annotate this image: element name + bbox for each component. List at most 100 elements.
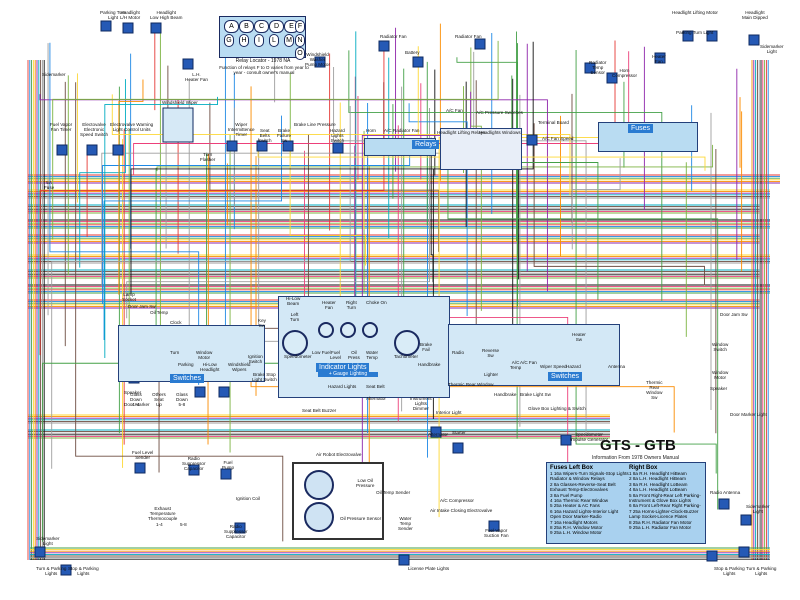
fuse-entry: 7 25a Horns-Lighter-Clock-Buzzer xyxy=(629,508,699,514)
relay-cell-c: C xyxy=(254,20,269,33)
component-label: L.H. Heater Fan xyxy=(185,72,208,82)
fuse-entry: 9 25a L.H. Window Motor xyxy=(550,530,602,536)
component-label: Seat Belt xyxy=(366,384,385,389)
wire xyxy=(575,50,717,474)
component-label: Low Fuel xyxy=(312,350,331,355)
fuse-entry: 8 25a R.H. Window Motor xyxy=(550,525,603,531)
component-connector xyxy=(748,34,760,46)
fuse-entry: Exhaust Temp-Electrovalves xyxy=(550,487,608,493)
component-label: Window Switch xyxy=(712,342,729,352)
component-label: Stop & Parking Lights xyxy=(714,566,745,576)
component-label: 5-8 xyxy=(180,522,187,527)
fuse-entry: Radiator & Window Relays xyxy=(550,476,605,482)
fuse-entry: 4 16a Thermic Rear Window xyxy=(550,498,609,504)
component-label: Instrument Lights Dimmer xyxy=(410,396,432,411)
wire xyxy=(447,132,719,510)
relay-cell-g: G xyxy=(224,34,234,47)
wire xyxy=(52,40,499,240)
relay-cell-i: I xyxy=(254,34,264,47)
component-label: Lighter xyxy=(484,372,499,377)
component-label: Lamp Socket xyxy=(122,292,137,302)
component-connector xyxy=(220,468,232,480)
component-connector xyxy=(738,546,750,558)
wire xyxy=(348,50,663,301)
component-label: A/C Compressor xyxy=(440,498,474,503)
component-connector xyxy=(740,514,752,526)
component-connector xyxy=(282,140,294,152)
component-connector xyxy=(398,554,410,566)
component-label: Windshield Wipers xyxy=(228,362,251,372)
component-connector xyxy=(332,142,344,154)
fuses-tag: Fuses xyxy=(628,124,654,133)
component-label: Headlight L/H Motor xyxy=(120,10,141,20)
component-label: Tachometer xyxy=(394,354,418,359)
component-label: Hazard Lights xyxy=(328,384,357,389)
component-label: Alternator xyxy=(366,396,386,401)
relays-tag: Relays xyxy=(412,140,440,149)
component-label: Horn Compressor xyxy=(612,68,638,78)
component-label: Brake Line Pressure xyxy=(294,122,336,127)
component-label: Heater Sw xyxy=(572,332,586,342)
component-label: Turn & Parking Lights xyxy=(36,566,67,576)
indicator-lights-label: Indicator Lights xyxy=(319,364,367,371)
fuse-entry: 5 8a Front Right-Rear Left Parking- xyxy=(629,492,701,498)
left-switch-panel xyxy=(118,325,265,382)
component-label: Water Temp Sender xyxy=(398,516,413,531)
wire xyxy=(130,41,534,294)
component-connector xyxy=(706,550,718,562)
component-label: A/C Pressure Switches xyxy=(476,110,523,115)
component-label: Key Sw xyxy=(258,318,266,328)
windshield-wiper-motor xyxy=(162,107,194,143)
component-label: Glass Down 5-8 xyxy=(176,392,188,407)
component-connector xyxy=(430,426,442,438)
component-label: Seat Belt Buzzer xyxy=(302,408,337,413)
wire xyxy=(126,108,430,319)
component-label: Brake Fail xyxy=(420,342,433,352)
component-connector xyxy=(234,522,246,534)
component-label: Thermic Rear Window Sw xyxy=(646,380,663,400)
component-label: Sidemarker Light xyxy=(746,504,770,514)
component-connector xyxy=(718,498,730,510)
fuse-entry: Open Door Marker-Radio xyxy=(550,514,602,520)
speedometer-gauge xyxy=(282,330,308,356)
water-temp-gauge xyxy=(362,322,378,338)
component-label: Parking Turn Light xyxy=(676,30,714,35)
wire xyxy=(289,128,366,266)
component-label: Seat Belts Switch xyxy=(258,128,272,143)
component-connector xyxy=(150,22,162,34)
component-label: Turn Flasher xyxy=(200,152,216,162)
relay-locator-note: Function of relays F to O varies from ye… xyxy=(219,65,309,75)
component-label: Reverse Sw xyxy=(482,348,500,358)
fuse-entry: 6 8a Front Left-Rear Right Parking- xyxy=(629,503,701,509)
component-label: Radio Suppressor Capacitor xyxy=(224,524,248,539)
component-label: Low Oil Pressure xyxy=(356,478,375,488)
fuse-entry: Instrument & Glove Box Lights xyxy=(629,498,692,504)
wire xyxy=(511,75,599,300)
component-label: Hi-Low Beam xyxy=(286,296,301,306)
wire xyxy=(51,105,351,469)
relay-cell-o: O xyxy=(295,47,305,60)
relay-cell-m: M xyxy=(284,34,294,47)
fuse-entry: 8 25a R.H. Radiator Fan Motor xyxy=(629,519,692,525)
component-connector xyxy=(682,30,694,42)
wire xyxy=(456,57,518,439)
component-label: A/C Temp xyxy=(510,360,522,370)
component-label: Headlight Lifting Relays xyxy=(437,130,486,135)
tachometer-gauge xyxy=(394,330,420,356)
component-label: Water Temp xyxy=(366,350,379,360)
component-connector xyxy=(452,442,464,454)
relay-cell-f: F xyxy=(295,20,305,33)
component-label: Wiper Intermittence Timer xyxy=(228,122,255,137)
component-label: Glass Down 1-4 xyxy=(130,392,142,407)
fuse-entry: 4 8a L.H. Headlight LoBeam xyxy=(629,487,687,493)
component-label: Radio Antenna xyxy=(710,490,741,495)
component-label: Right Turn xyxy=(346,300,357,310)
fuse-entry: 3 8a Fuel Pump xyxy=(550,492,583,498)
component-label: Turn & Parking Lights xyxy=(746,566,777,576)
wire xyxy=(533,123,705,286)
component-label: Heater Fan xyxy=(322,300,336,310)
component-connector xyxy=(86,144,98,156)
component-label: Window Motor xyxy=(196,350,213,360)
component-label: Starter xyxy=(452,430,466,435)
